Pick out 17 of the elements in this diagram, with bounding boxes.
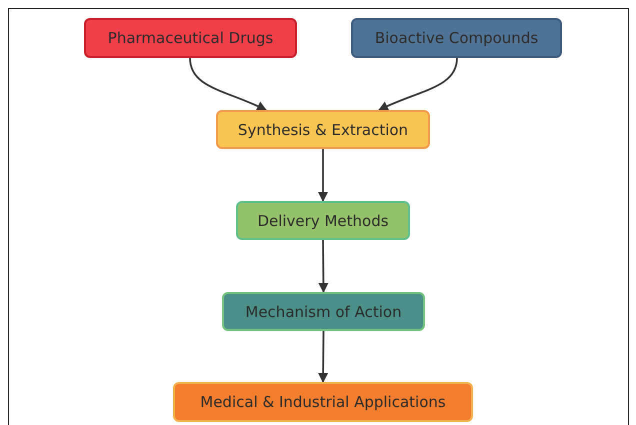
arrow [189,58,267,111]
arrow [318,149,328,202]
box-label: Synthesis & Extraction [238,120,408,138]
arrow [318,331,328,383]
process-box [84,18,297,58]
box-label: Bioactive Compounds [374,29,538,47]
box-label: Delivery Methods [257,212,389,230]
box-label: Mechanism of Action [245,302,402,320]
box-label: Medical & Industrial Applications [200,393,446,411]
process-box [216,110,430,149]
process-box [222,292,425,331]
process-box [351,18,562,58]
process-box [173,382,473,422]
arrow [318,240,328,293]
box-label: Pharmaceutical Drugs [108,29,274,47]
arrow [378,58,458,111]
process-box [236,201,410,240]
